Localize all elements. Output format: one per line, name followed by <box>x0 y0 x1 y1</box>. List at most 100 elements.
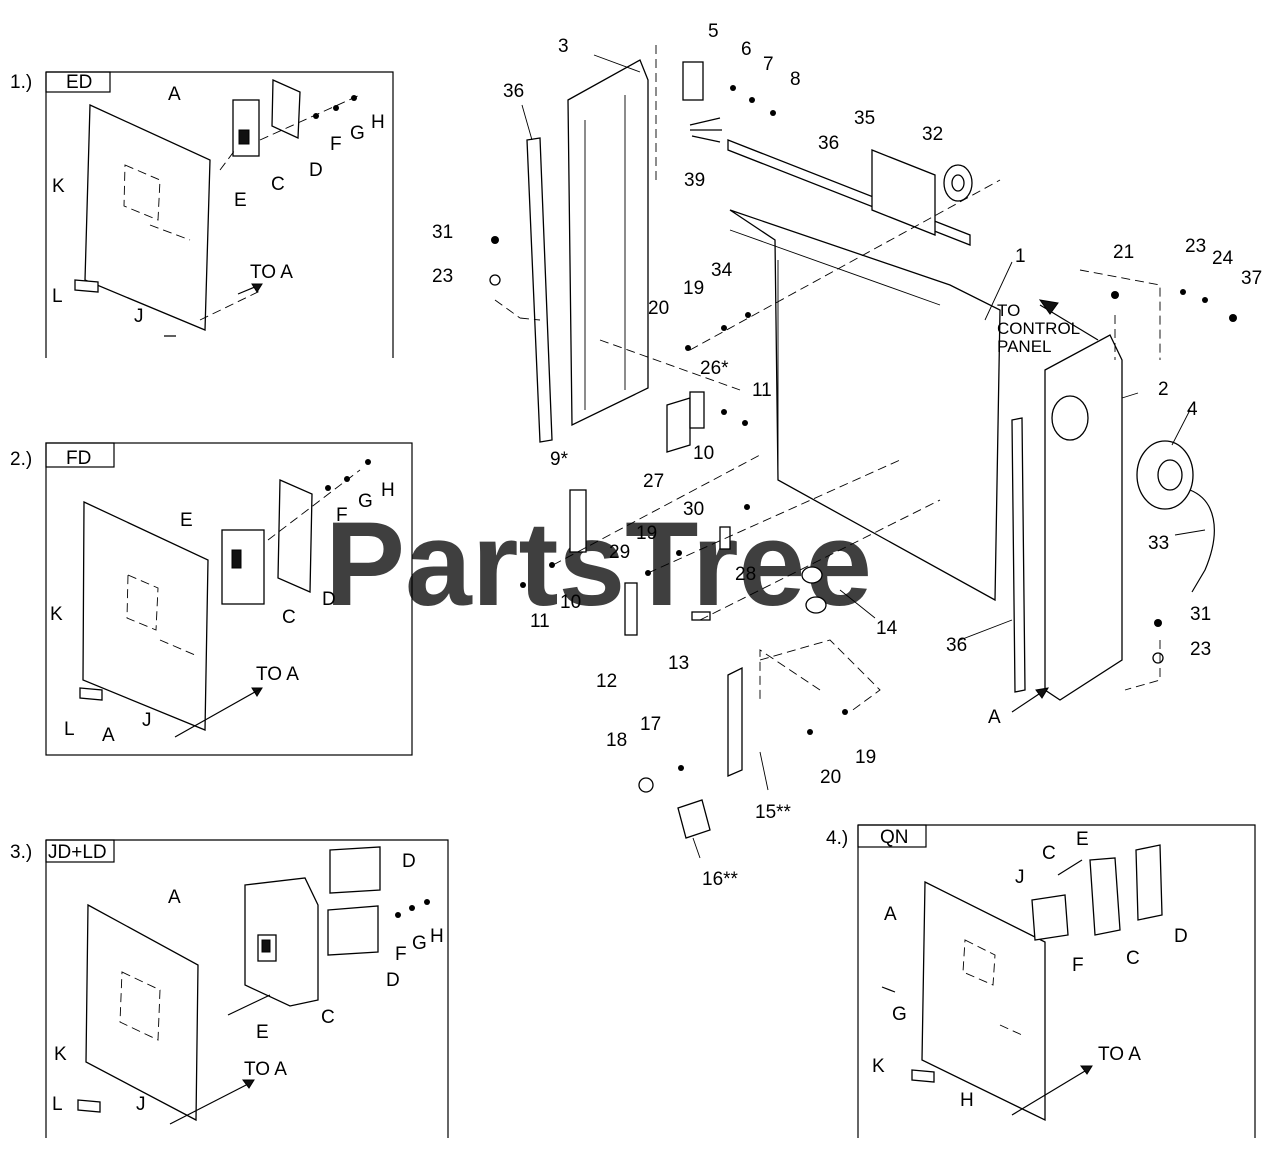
part-label-24: 24 <box>1212 248 1234 269</box>
part-label-28: 28 <box>735 564 756 585</box>
inset-3-label-c: C <box>321 1007 335 1028</box>
part-label-4: 4 <box>1187 399 1198 420</box>
part-label-36c: 36 <box>946 635 967 656</box>
to-control-panel-line3: PANEL <box>997 337 1052 356</box>
inset-2-to-a: TO A <box>256 664 299 685</box>
inset-2-label-g: G <box>358 491 373 512</box>
inset-2-label-c: C <box>282 607 296 628</box>
part-label-29: 29 <box>609 542 630 563</box>
part-label-23a: 23 <box>432 266 453 287</box>
part-label-39: 39 <box>684 170 705 191</box>
ref-label-a: A <box>988 707 1001 728</box>
part-label-10b: 10 <box>560 592 581 613</box>
inset-1-label-l: L <box>52 286 63 307</box>
part-label-7: 7 <box>763 54 774 75</box>
part-label-15: 15** <box>755 802 792 823</box>
part-label-20a: 20 <box>648 298 669 319</box>
inset-1-ed: 1.) ED A C D E F G H J K L TO A <box>10 71 394 358</box>
part-label-19a: 19 <box>683 278 704 299</box>
part-label-35: 35 <box>854 108 875 129</box>
inset-1-label-d: D <box>309 160 323 181</box>
part-label-33: 33 <box>1148 533 1169 554</box>
part-label-36b: 36 <box>818 133 839 154</box>
inset-1-label-c: C <box>271 174 285 195</box>
inset-3-label-a: A <box>168 887 181 908</box>
part-label-14: 14 <box>876 618 898 639</box>
inset-3-label-h: H <box>430 926 444 947</box>
part-label-13: 13 <box>668 653 689 674</box>
inset-1-label-k: K <box>52 176 65 197</box>
part-label-31b: 31 <box>1190 604 1211 625</box>
inset-3-label-d1: D <box>402 851 416 872</box>
inset-4-label-c: C <box>1126 948 1140 969</box>
part-label-34: 34 <box>711 260 733 281</box>
part-label-19b: 19 <box>636 523 657 544</box>
part-label-31a: 31 <box>432 222 453 243</box>
part-label-23c: 23 <box>1190 639 1211 660</box>
inset-1-label-f: F <box>330 134 342 155</box>
inset-3-label-g: G <box>412 933 427 954</box>
part-label-30: 30 <box>683 499 704 520</box>
inset-4-qn: 4.) QN E C J A D C F G K H TO A <box>826 824 1256 1138</box>
part-label-6: 6 <box>741 39 752 60</box>
main-assembly <box>489 45 1237 859</box>
inset-3-label-k: K <box>54 1044 67 1065</box>
inset-3-jdld: 3.) JD+LD A D D C E F G H K L J TO A <box>10 839 449 1138</box>
inset-3-label-j: J <box>136 1094 146 1115</box>
inset-1-label-g: G <box>350 123 365 144</box>
inset-1-label-e: E <box>234 190 247 211</box>
inset-2-label-k: K <box>50 604 63 625</box>
part-label-16: 16** <box>702 869 739 890</box>
part-label-26: 26* <box>700 358 729 379</box>
part-label-8: 8 <box>790 69 801 90</box>
part-label-10a: 10 <box>693 443 714 464</box>
part-label-2: 2 <box>1158 379 1169 400</box>
part-label-1: 1 <box>1015 246 1026 267</box>
inset-2-fd: 2.) FD E C D F G H K L A J TO A <box>10 442 413 756</box>
inset-2-title: FD <box>66 448 91 469</box>
part-label-19c: 19 <box>855 747 876 768</box>
inset-3-label-d2: D <box>386 970 400 991</box>
inset-3-title: JD+LD <box>48 842 107 863</box>
inset-4-label-e: E <box>1076 829 1089 850</box>
inset-3-to-a: TO A <box>244 1059 287 1080</box>
inset-3-label-e: E <box>256 1022 269 1043</box>
part-label-5: 5 <box>708 21 719 42</box>
part-label-32: 32 <box>922 124 943 145</box>
inset-2-label-a: A <box>102 725 115 746</box>
inset-1-label-h: H <box>371 112 385 133</box>
inset-4-label-k: K <box>872 1056 885 1077</box>
inset-4-label-c-top: C <box>1042 843 1056 864</box>
part-label-23b: 23 <box>1185 236 1206 257</box>
inset-4-label-j: J <box>1015 867 1025 888</box>
part-label-3: 3 <box>558 36 569 57</box>
inset-4-label-d: D <box>1174 926 1188 947</box>
inset-2-label-e: E <box>180 510 193 531</box>
inset-1-number: 1.) <box>10 72 32 93</box>
inset-4-label-f: F <box>1072 955 1084 976</box>
part-label-21: 21 <box>1113 242 1134 263</box>
inset-4-to-a: TO A <box>1098 1044 1141 1065</box>
inset-1-label-a: A <box>168 84 181 105</box>
part-label-37: 37 <box>1241 268 1262 289</box>
inset-4-label-a: A <box>884 904 897 925</box>
part-label-9: 9* <box>550 449 569 470</box>
to-control-panel-line2: CONTROL <box>997 319 1080 338</box>
part-label-11b: 11 <box>530 611 550 632</box>
inset-2-number: 2.) <box>10 449 32 470</box>
inset-1-title: ED <box>66 72 92 93</box>
inset-3-label-l: L <box>52 1094 63 1115</box>
inset-2-label-h: H <box>381 480 395 501</box>
part-label-27: 27 <box>643 471 664 492</box>
part-label-36a: 36 <box>503 81 524 102</box>
to-control-panel-line1: TO <box>997 301 1020 320</box>
inset-1-label-j: J <box>134 306 144 327</box>
part-label-11a: 11 <box>752 380 772 401</box>
inset-1-to-a: TO A <box>250 262 293 283</box>
part-label-17: 17 <box>640 714 661 735</box>
inset-2-label-d: D <box>322 589 336 610</box>
inset-3-label-f: F <box>395 944 407 965</box>
inset-4-number: 4.) <box>826 828 848 849</box>
inset-2-label-f: F <box>336 505 348 526</box>
